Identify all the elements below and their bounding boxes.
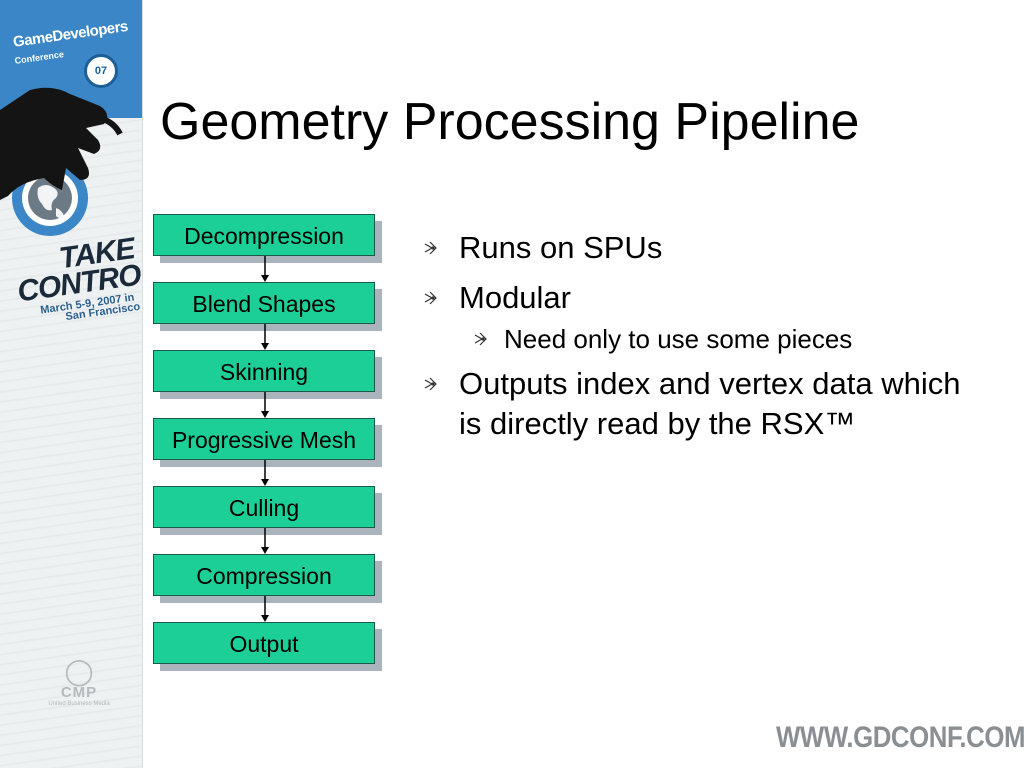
pipeline-arrow: [261, 528, 269, 554]
pipeline-stage: Progressive Mesh: [153, 418, 375, 460]
bullet-icon: [424, 241, 437, 255]
sub-bullet-item: Need only to use some pieces: [422, 322, 982, 356]
footer-url: WWW.GDCONF.COM: [776, 721, 1024, 754]
bullet-item: Modular: [422, 278, 982, 318]
bullet-text: Runs on SPUs: [459, 230, 663, 265]
slide-title: Geometry Processing Pipeline: [160, 93, 860, 151]
pipeline-stage: Compression: [153, 554, 375, 596]
pipeline-stage: Decompression: [153, 214, 375, 256]
bullet-text: Outputs index and vertex data which is d…: [459, 366, 961, 441]
conference-sidebar: GameDevelopers Conference 07 TAKE CONTRO…: [0, 0, 143, 768]
hand-globe-illustration: [0, 87, 123, 236]
bullet-text: Need only to use some pieces: [504, 324, 853, 354]
pipeline-arrow: [261, 324, 269, 350]
pipeline-arrow: [261, 596, 269, 622]
pipeline-stage: Skinning: [153, 350, 375, 392]
bullet-text: Modular: [459, 280, 571, 315]
cmp-subtitle: United Business Media: [48, 701, 110, 707]
pipeline-stage: Blend Shapes: [153, 282, 375, 324]
bullet-icon: [474, 332, 487, 346]
bullet-icon: [424, 291, 437, 305]
pipeline-arrow: [261, 460, 269, 486]
pipeline-arrow: [261, 256, 269, 282]
conference-year-badge: 07: [84, 54, 118, 88]
pipeline-stage: Culling: [153, 486, 375, 528]
cmp-name: CMP: [60, 684, 98, 701]
bullet-icon: [424, 377, 437, 391]
bullet-item: Runs on SPUs: [422, 228, 982, 268]
cmp-mark-icon: ◯: [64, 656, 94, 686]
pipeline-arrow: [261, 392, 269, 418]
bullet-item: Outputs index and vertex data which is d…: [422, 364, 982, 444]
pipeline-stage: Output: [153, 622, 375, 664]
cmp-logo: ◯ CMP United Business Media: [44, 658, 114, 707]
